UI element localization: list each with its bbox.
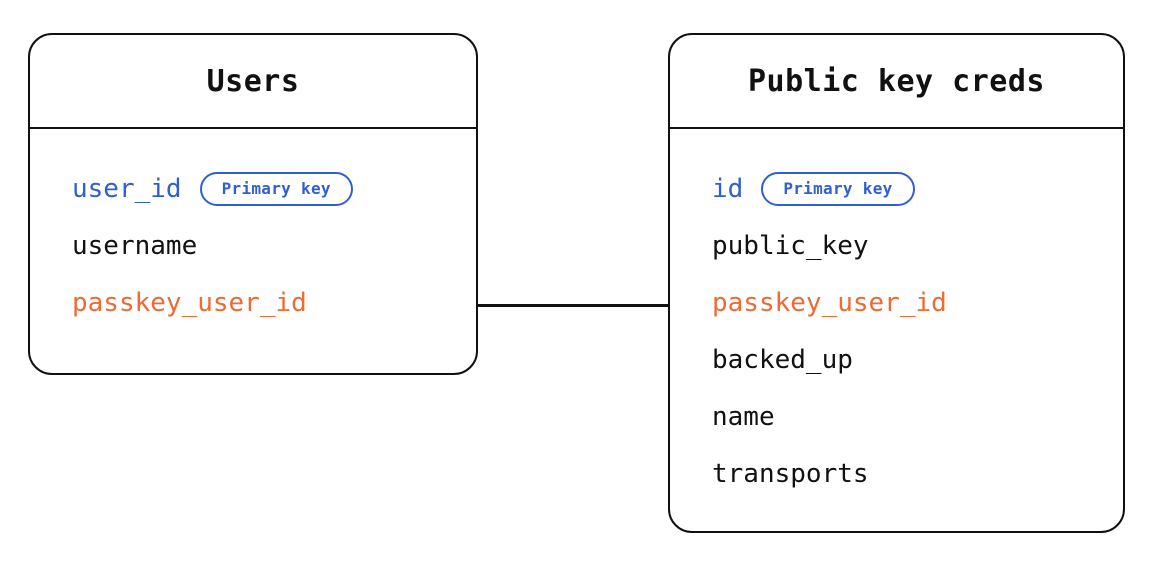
field-name-passkey-user-id: passkey_user_id — [712, 287, 947, 318]
field-name-transports: transports — [712, 458, 869, 489]
field-row[interactable]: passkey_user_id — [30, 274, 476, 331]
entity-users-header: Users — [30, 35, 476, 129]
entity-public-key-creds-title: Public key creds — [748, 63, 1045, 99]
field-row[interactable]: user_id Primary key — [30, 160, 476, 217]
field-row[interactable]: username — [30, 217, 476, 274]
entity-users-title: Users — [206, 63, 300, 99]
entity-users[interactable]: Users user_id Primary key username passk… — [28, 33, 478, 375]
field-row[interactable]: transports — [670, 445, 1123, 502]
field-row[interactable]: id Primary key — [670, 160, 1123, 217]
entity-public-key-creds[interactable]: Public key creds id Primary key public_k… — [668, 33, 1125, 533]
entity-public-key-creds-header: Public key creds — [670, 35, 1123, 129]
field-name-backed-up: backed_up — [712, 344, 853, 375]
field-row[interactable]: passkey_user_id — [670, 274, 1123, 331]
field-name-passkey-user-id: passkey_user_id — [72, 287, 307, 318]
field-row[interactable]: name — [670, 388, 1123, 445]
field-name-name: name — [712, 401, 775, 432]
field-name-id: id — [712, 173, 744, 204]
field-row[interactable]: public_key — [670, 217, 1123, 274]
field-name-user-id: user_id — [72, 173, 182, 204]
primary-key-badge: Primary key — [761, 171, 915, 206]
relationship-connector-users-to-public-key-creds — [476, 304, 670, 307]
entity-users-field-list: user_id Primary key username passkey_use… — [30, 129, 476, 331]
field-name-username: username — [72, 230, 198, 261]
field-row[interactable]: backed_up — [670, 331, 1123, 388]
entity-public-key-creds-field-list: id Primary key public_key passkey_user_i… — [670, 129, 1123, 502]
field-name-public-key: public_key — [712, 230, 869, 261]
primary-key-badge: Primary key — [199, 171, 353, 206]
